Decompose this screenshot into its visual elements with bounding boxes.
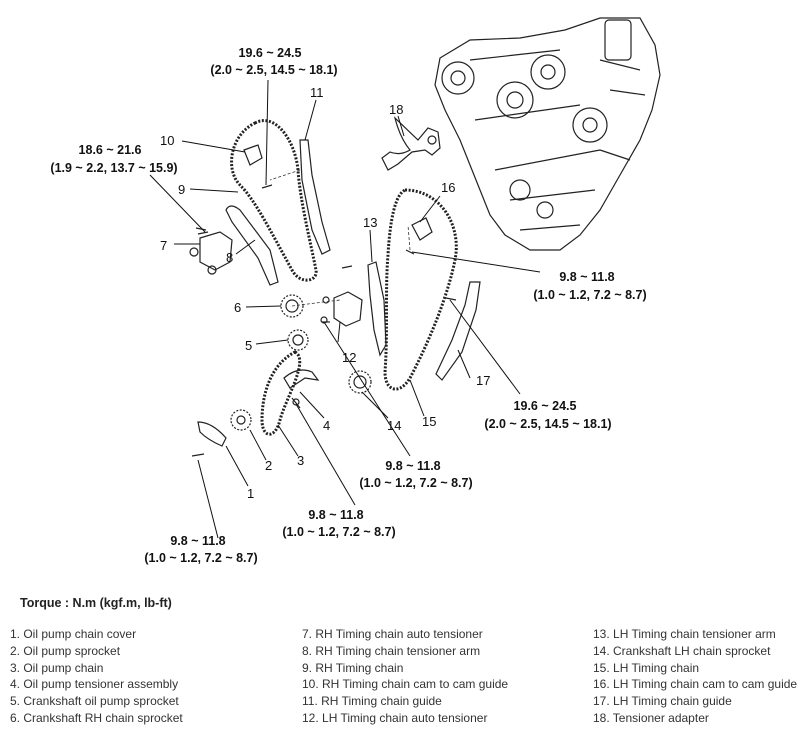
svg-text:(1.0 ~ 1.2, 7.2 ~ 8.7): (1.0 ~ 1.2, 7.2 ~ 8.7) [144,551,257,565]
legend-item: 10. RH Timing chain cam to cam guide [302,677,509,692]
callout-5: 5 [245,338,252,353]
crankshaft-oil-pump-sprocket [287,329,309,351]
callout-1: 1 [247,486,254,501]
svg-text:18.6 ~ 21.6: 18.6 ~ 21.6 [79,143,142,157]
rh-timing-chain [230,119,318,282]
oil-pump-chain [260,350,302,436]
parts-legend-column-3: 13. LH Timing chain tensioner arm 14. Cr… [593,626,797,727]
lh-timing-chain [383,188,458,391]
legend-item: 9. RH Timing chain [302,660,404,675]
torque-spec-1: 19.6 ~ 24.5 (2.0 ~ 2.5, 14.5 ~ 18.1) [210,46,337,77]
oil-pump-chain-cover [197,421,227,447]
svg-text:9.8 ~ 11.8: 9.8 ~ 11.8 [559,270,614,284]
svg-text:(1.0 ~ 1.2, 7.2 ~ 8.7): (1.0 ~ 1.2, 7.2 ~ 8.7) [282,525,395,539]
svg-text:9.8 ~ 11.8: 9.8 ~ 11.8 [385,459,440,473]
legend-item: 18. Tensioner adapter [593,710,709,725]
svg-text:(1.0 ~ 1.2, 7.2 ~ 8.7): (1.0 ~ 1.2, 7.2 ~ 8.7) [533,288,646,302]
callout-9: 9 [178,182,185,197]
rh-timing-chain-guide [299,139,331,255]
part-callouts: 1 2 3 4 5 6 7 8 9 10 11 12 13 14 15 16 1… [160,85,490,501]
legend-item: 8. RH Timing chain tensioner arm [302,643,481,658]
legend-item: 7. RH Timing chain auto tensioner [302,627,483,641]
cover-bolt-icon [191,453,205,457]
callout-14: 14 [387,418,401,433]
legend-item: 5. Crankshaft oil pump sprocket [10,694,179,709]
legend-item: 16. LH Timing chain cam to cam guide [593,677,798,692]
lh-timing-chain-guide [435,281,481,381]
rh-cam-to-cam-guide [243,144,263,166]
tensioner-adapter [381,116,441,171]
lh-auto-tensioner [320,291,363,327]
lh-tensioner-arm [367,261,387,357]
svg-text:(1.9 ~ 2.2, 13.7 ~ 15.9): (1.9 ~ 2.2, 13.7 ~ 15.9) [50,161,177,175]
svg-text:(2.0 ~ 2.5, 14.5 ~ 18.1): (2.0 ~ 2.5, 14.5 ~ 18.1) [484,417,611,431]
legend-item: 6. Crankshaft RH chain sprocket [10,710,183,725]
callout-12: 12 [342,350,356,365]
callout-16: 16 [441,180,455,195]
rh-auto-tensioner [189,227,233,275]
rh-tensioner-arm [225,205,279,286]
crankshaft-rh-chain-sprocket [280,294,304,318]
legend-item: 17. LH Timing chain guide [593,694,732,709]
exploded-timing-chain-diagram: 19.6 ~ 24.5 (2.0 ~ 2.5, 14.5 ~ 18.1) 18.… [50,17,661,565]
engine-block-illustration [434,17,661,251]
callout-11: 11 [310,85,324,100]
torque-spec-4: 19.6 ~ 24.5 (2.0 ~ 2.5, 14.5 ~ 18.1) [484,399,611,431]
bolt-icons [197,184,457,323]
legend-item: 3. Oil pump chain [10,660,104,675]
callout-6: 6 [234,300,241,315]
parts-legend-column-1: 1. Oil pump chain cover 2. Oil pump spro… [10,626,183,727]
oil-pump-tensioner-assembly [283,369,320,409]
lh-cam-to-cam-guide [411,217,433,241]
svg-text:19.6 ~ 24.5: 19.6 ~ 24.5 [514,399,577,413]
callout-17: 17 [476,373,490,388]
callout-3: 3 [297,453,304,468]
svg-text:19.6 ~ 24.5: 19.6 ~ 24.5 [239,46,302,60]
svg-text:(1.0 ~ 1.2, 7.2 ~ 8.7): (1.0 ~ 1.2, 7.2 ~ 8.7) [359,476,472,490]
torque-spec-5: 9.8 ~ 11.8 (1.0 ~ 1.2, 7.2 ~ 8.7) [359,459,472,490]
legend-item: 2. Oil pump sprocket [10,643,121,658]
torque-spec-3: 9.8 ~ 11.8 (1.0 ~ 1.2, 7.2 ~ 8.7) [533,270,646,302]
crankshaft-lh-chain-sprocket [348,370,372,394]
callout-15: 15 [422,414,436,429]
legend-item: 14. Crankshaft LH chain sprocket [593,643,771,658]
callout-13: 13 [363,215,377,230]
legend-item: 4. Oil pump tensioner assembly [10,677,179,692]
legend-item: 13. LH Timing chain tensioner arm [593,627,776,641]
parts-legend-column-2: 7. RH Timing chain auto tensioner 8. RH … [302,626,508,727]
svg-text:9.8 ~ 11.8: 9.8 ~ 11.8 [170,534,225,548]
callout-10: 10 [160,133,174,148]
callout-8: 8 [226,250,233,265]
callout-4: 4 [323,418,330,433]
svg-text:(2.0 ~ 2.5, 14.5 ~ 18.1): (2.0 ~ 2.5, 14.5 ~ 18.1) [210,63,337,77]
legend-item: 1. Oil pump chain cover [10,627,137,641]
legend-item: 11. RH Timing chain guide [302,694,442,709]
callout-18: 18 [389,102,403,117]
torque-spec-6: 9.8 ~ 11.8 (1.0 ~ 1.2, 7.2 ~ 8.7) [282,508,395,539]
torque-unit-label: Torque : N.m (kgf.m, lb-ft) [20,596,172,610]
torque-spec-7: 9.8 ~ 11.8 (1.0 ~ 1.2, 7.2 ~ 8.7) [144,534,257,565]
callout-7: 7 [160,238,167,253]
leader-lines [149,79,541,539]
svg-text:9.8 ~ 11.8: 9.8 ~ 11.8 [308,508,363,522]
oil-pump-sprocket [230,409,252,431]
torque-spec-2: 18.6 ~ 21.6 (1.9 ~ 2.2, 13.7 ~ 15.9) [50,143,177,175]
legend-item: 12. LH Timing chain auto tensioner [302,710,488,725]
callout-2: 2 [265,458,272,473]
legend-item: 15. LH Timing chain [593,660,700,675]
